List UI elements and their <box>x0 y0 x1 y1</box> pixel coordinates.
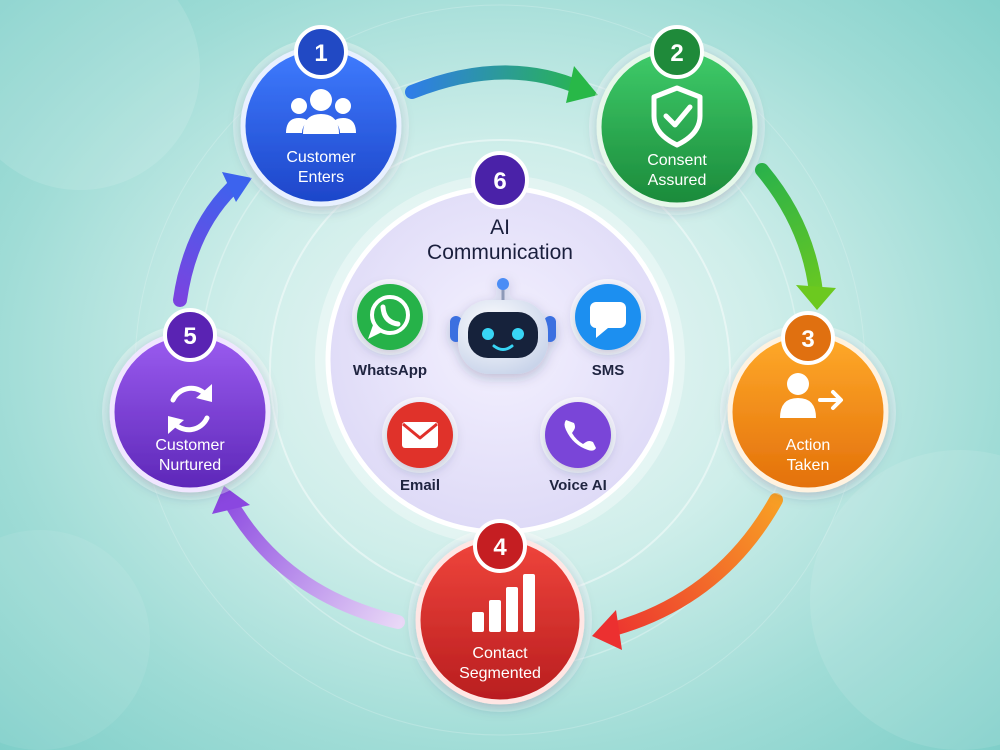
center-title-line1: AI <box>490 216 510 239</box>
stage-1-customer-enters: Customer Enters 1 <box>233 25 409 214</box>
arrowhead-4-to-5 <box>212 486 250 514</box>
center-badge: 6 <box>471 151 529 209</box>
stage-5-label-line2: Nurtured <box>159 457 221 474</box>
stage-3-badge: 3 <box>781 311 835 365</box>
channel-label-voice-ai: Voice AI <box>549 477 607 494</box>
stage-2-number: 2 <box>670 40 683 67</box>
cycle-arrows <box>173 65 836 650</box>
arrowhead-2-to-3 <box>796 285 836 310</box>
stage-1-number: 1 <box>314 40 327 67</box>
stage-3-number: 3 <box>801 326 814 353</box>
phone-icon <box>564 420 596 451</box>
robot-icon <box>450 278 556 374</box>
arrow-5-to-1 <box>173 181 239 307</box>
stage-4-contact-segmented: Contact Segmented 4 <box>408 519 592 712</box>
bar-chart-icon <box>472 574 535 632</box>
stage-3-label-line2: Taken <box>787 457 830 474</box>
stage-1-badge: 1 <box>294 25 348 79</box>
shield-check-icon <box>651 85 703 148</box>
arrow-3-to-4 <box>603 493 783 637</box>
stage-4-label-line2: Segmented <box>459 665 541 682</box>
stage-4-badge: 4 <box>473 519 527 573</box>
arrow-1-to-2 <box>405 65 587 99</box>
refresh-icon <box>168 384 212 434</box>
stage-4-number: 4 <box>493 534 507 561</box>
stage-2-label-line2: Assured <box>648 172 707 189</box>
arrow-2-to-3 <box>755 163 823 299</box>
ai-communication-hub: 6 AI Communication WhatsApp <box>315 151 685 545</box>
arrow-4-to-5 <box>225 498 405 629</box>
users-icon <box>286 89 356 134</box>
stage-5-badge: 5 <box>163 308 217 362</box>
center-badge-number: 6 <box>493 168 506 195</box>
stage-5-number: 5 <box>183 323 196 350</box>
stage-2-label-line1: Consent <box>647 152 707 169</box>
stage-2-badge: 2 <box>650 25 704 79</box>
channel-sms: SMS <box>570 279 646 379</box>
channel-voice-ai: Voice AI <box>540 397 616 494</box>
channel-label-email: Email <box>400 477 440 494</box>
arrowhead-3-to-4 <box>592 610 622 650</box>
channel-email: Email <box>382 397 458 494</box>
stage-4-label-line1: Contact <box>472 645 528 662</box>
stage-5-label-line1: Customer <box>155 437 225 454</box>
channel-whatsapp: WhatsApp <box>352 279 428 379</box>
channel-label-whatsapp: WhatsApp <box>353 362 427 379</box>
user-arrow-icon <box>780 373 843 418</box>
stage-2-consent-assured: Consent Assured 2 <box>589 25 765 215</box>
stage-1-label-line2: Enters <box>298 169 344 186</box>
stage-1-label-line1: Customer <box>286 149 356 166</box>
whatsapp-icon <box>368 295 410 339</box>
chat-bubble-icon <box>590 302 626 338</box>
channel-label-sms: SMS <box>592 362 625 379</box>
stage-5-customer-nurtured: Customer Nurtured 5 <box>102 308 278 500</box>
stage-3-label-line1: Action <box>786 437 830 454</box>
mail-icon <box>402 422 438 448</box>
arrowhead-5-to-1 <box>222 172 252 202</box>
arrowhead-1-to-2 <box>566 66 598 103</box>
stage-3-action-taken: Action Taken 3 <box>720 311 896 500</box>
center-title-line2: Communication <box>427 241 573 264</box>
